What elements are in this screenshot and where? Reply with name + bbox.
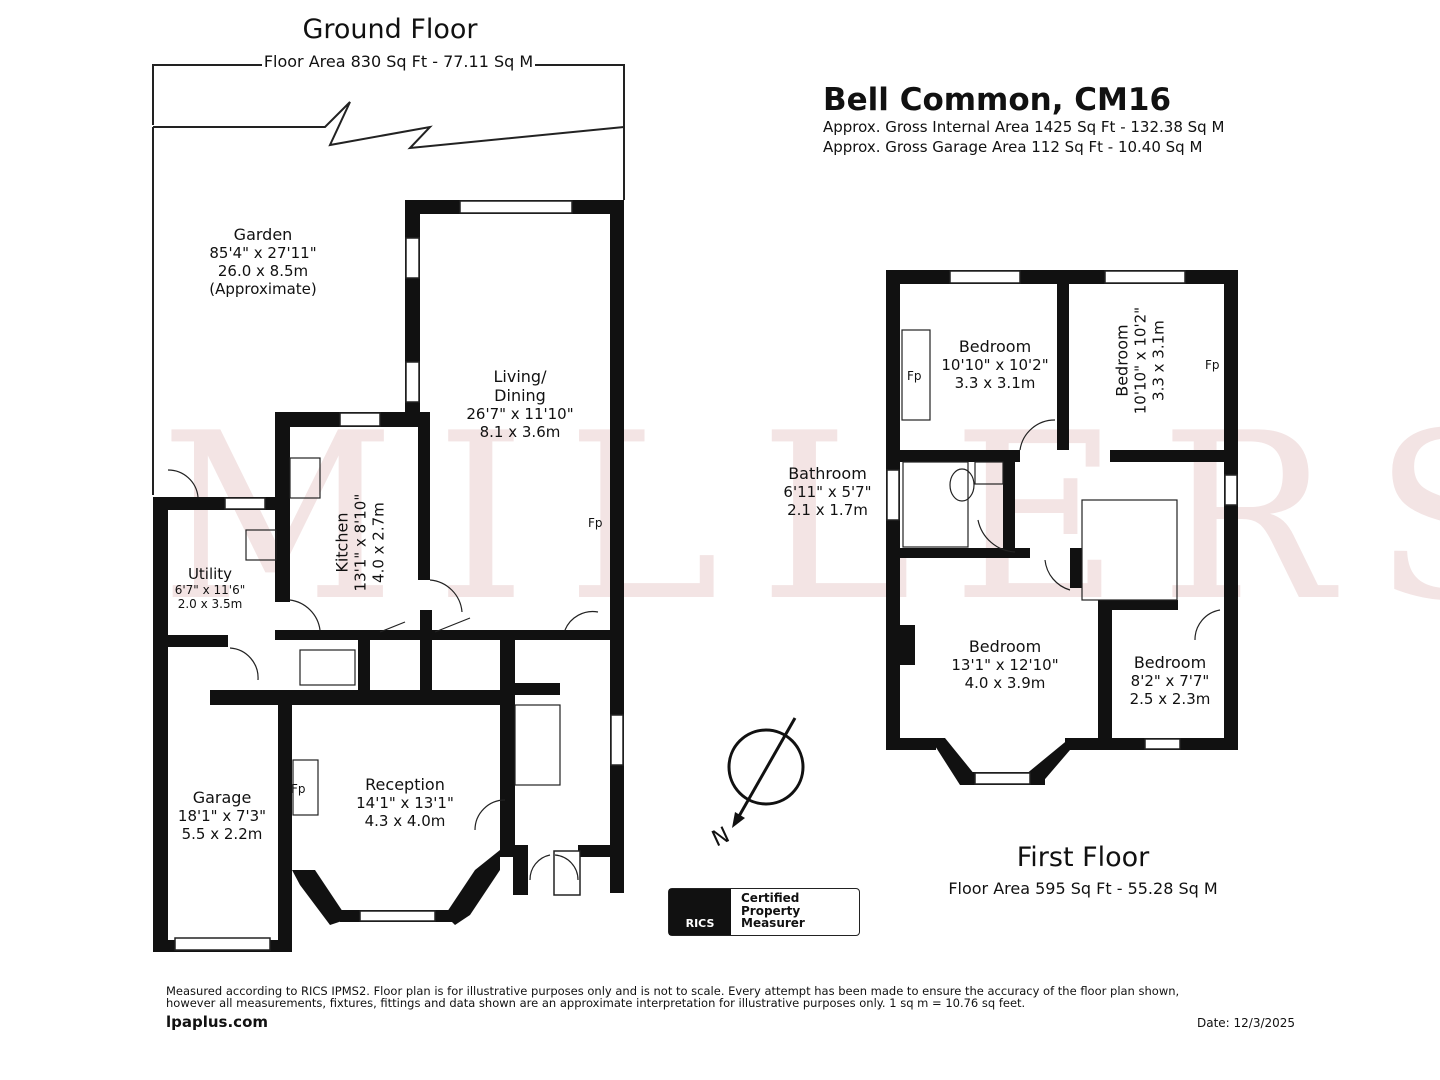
room-metric: 2.0 x 3.5m [177,597,243,612]
room-label-bedroom-2: Bedroom 10'10" x 10'2" 3.3 x 3.1m [1112,301,1167,421]
room-imperial: 10'10" x 10'2" [941,356,1049,375]
ground-floor-title: Ground Floor [302,14,478,45]
room-label-bathroom: Bathroom 6'11" x 5'7" 2.1 x 1.7m [770,464,885,519]
room-metric: 8.1 x 3.6m [479,423,561,442]
fireplace-label: Fp [588,516,603,530]
room-name: Kitchen [332,512,352,573]
room-imperial: 6'7" x 11'6" [174,583,246,597]
room-imperial: 13'1" x 8'10" [351,493,370,592]
room-name: Bedroom [958,337,1032,356]
room-name: Bathroom [788,464,867,483]
room-imperial: 26'7" x 11'10" [466,405,574,424]
doors [167,457,599,881]
room-imperial: 85'4" x 27'11" [209,244,317,263]
room-note: (Approximate) [209,280,317,299]
rics-logo: RICS [669,889,731,935]
room-label-garage: Garage 18'1" x 7'3" 5.5 x 2.2m [162,788,282,843]
room-label-reception: Reception 14'1" x 13'1" 4.3 x 4.0m [335,775,475,830]
garden-boundary [152,64,625,495]
room-imperial: 6'11" x 5'7" [783,483,872,502]
room-name: Bedroom [968,637,1042,656]
room-imperial: 8'2" x 7'7" [1130,672,1210,691]
room-name: Utility [187,565,233,583]
website-link[interactable]: lpaplus.com [166,1013,269,1031]
room-metric: 26.0 x 8.5m [217,262,309,281]
compass-arrow-icon [732,812,745,828]
room-metric: 4.3 x 4.0m [364,812,446,831]
fireplace-label: Fp [1205,358,1220,372]
first-floor-title: First Floor [1016,842,1150,873]
room-label-garden: Garden 85'4" x 27'11" 26.0 x 8.5m (Appro… [183,225,343,298]
badge-line: Certified [741,891,800,905]
room-metric: 5.5 x 2.2m [181,825,263,844]
disclaimer-line: however all measurements, fixtures, fitt… [166,996,1026,1011]
room-name: Bedroom [1133,653,1207,672]
room-imperial: 18'1" x 7'3" [177,807,267,826]
room-imperial: 14'1" x 13'1" [356,794,454,813]
badge-line: Property [741,903,801,918]
rics-badge: RICS Certified Property Measurer [668,888,860,936]
room-label-bedroom-3: Bedroom 13'1" x 12'10" 4.0 x 3.9m [945,637,1065,692]
ground-floor-area: Floor Area 830 Sq Ft - 77.11 Sq M [263,52,534,71]
room-metric: 2.5 x 2.3m [1129,690,1211,709]
room-metric: 3.3 x 3.1m [954,374,1036,393]
room-label-bedroom-4: Bedroom 8'2" x 7'7" 2.5 x 2.3m [1115,653,1225,708]
room-name: Garden [233,225,293,244]
room-metric: 3.3 x 3.1m [1149,320,1168,401]
room-name: Bedroom [1112,324,1132,397]
room-name-2: Dining [494,386,546,406]
internal-area: Approx. Gross Internal Area 1425 Sq Ft -… [823,118,1225,136]
compass-icon [727,717,805,819]
room-metric: 4.0 x 2.7m [369,502,388,583]
fireplace-label: Fp [907,369,922,383]
room-imperial: 13'1" x 12'10" [951,656,1059,675]
room-metric: 2.1 x 1.7m [787,501,868,520]
windows [174,200,624,951]
room-metric: 4.0 x 3.9m [964,674,1046,693]
plan-date: Date: 12/3/2025 [1197,1016,1296,1030]
room-label-living: Living/ Dining 26'7" x 11'10" 8.1 x 3.6m [440,367,600,441]
room-name: Living/ [493,367,547,386]
room-label-utility: Utility 6'7" x 11'6" 2.0 x 3.5m [165,565,255,612]
fireplace-label: Fp [291,782,306,796]
disclaimer-line: Measured according to RICS IPMS2. Floor … [166,984,1180,998]
room-imperial: 10'10" x 10'2" [1131,306,1150,415]
room-name: Garage [192,788,252,807]
garage-area: Approx. Gross Garage Area 112 Sq Ft - 10… [823,138,1203,156]
first-floor-area: Floor Area 595 Sq Ft - 55.28 Sq M [948,879,1218,898]
disclaimer: Measured according to RICS IPMS2. Floor … [166,985,1179,1009]
first-floor-windows [886,270,1238,785]
first-floor-fixtures [901,329,1221,641]
badge-line: Measurer [741,916,805,931]
property-title: Bell Common, CM16 [823,82,1172,118]
room-name: Reception [365,775,445,794]
room-label-bedroom-1: Bedroom 10'10" x 10'2" 3.3 x 3.1m [935,337,1055,392]
room-label-kitchen: Kitchen 13'1" x 8'10" 4.0 x 2.7m [332,473,387,613]
